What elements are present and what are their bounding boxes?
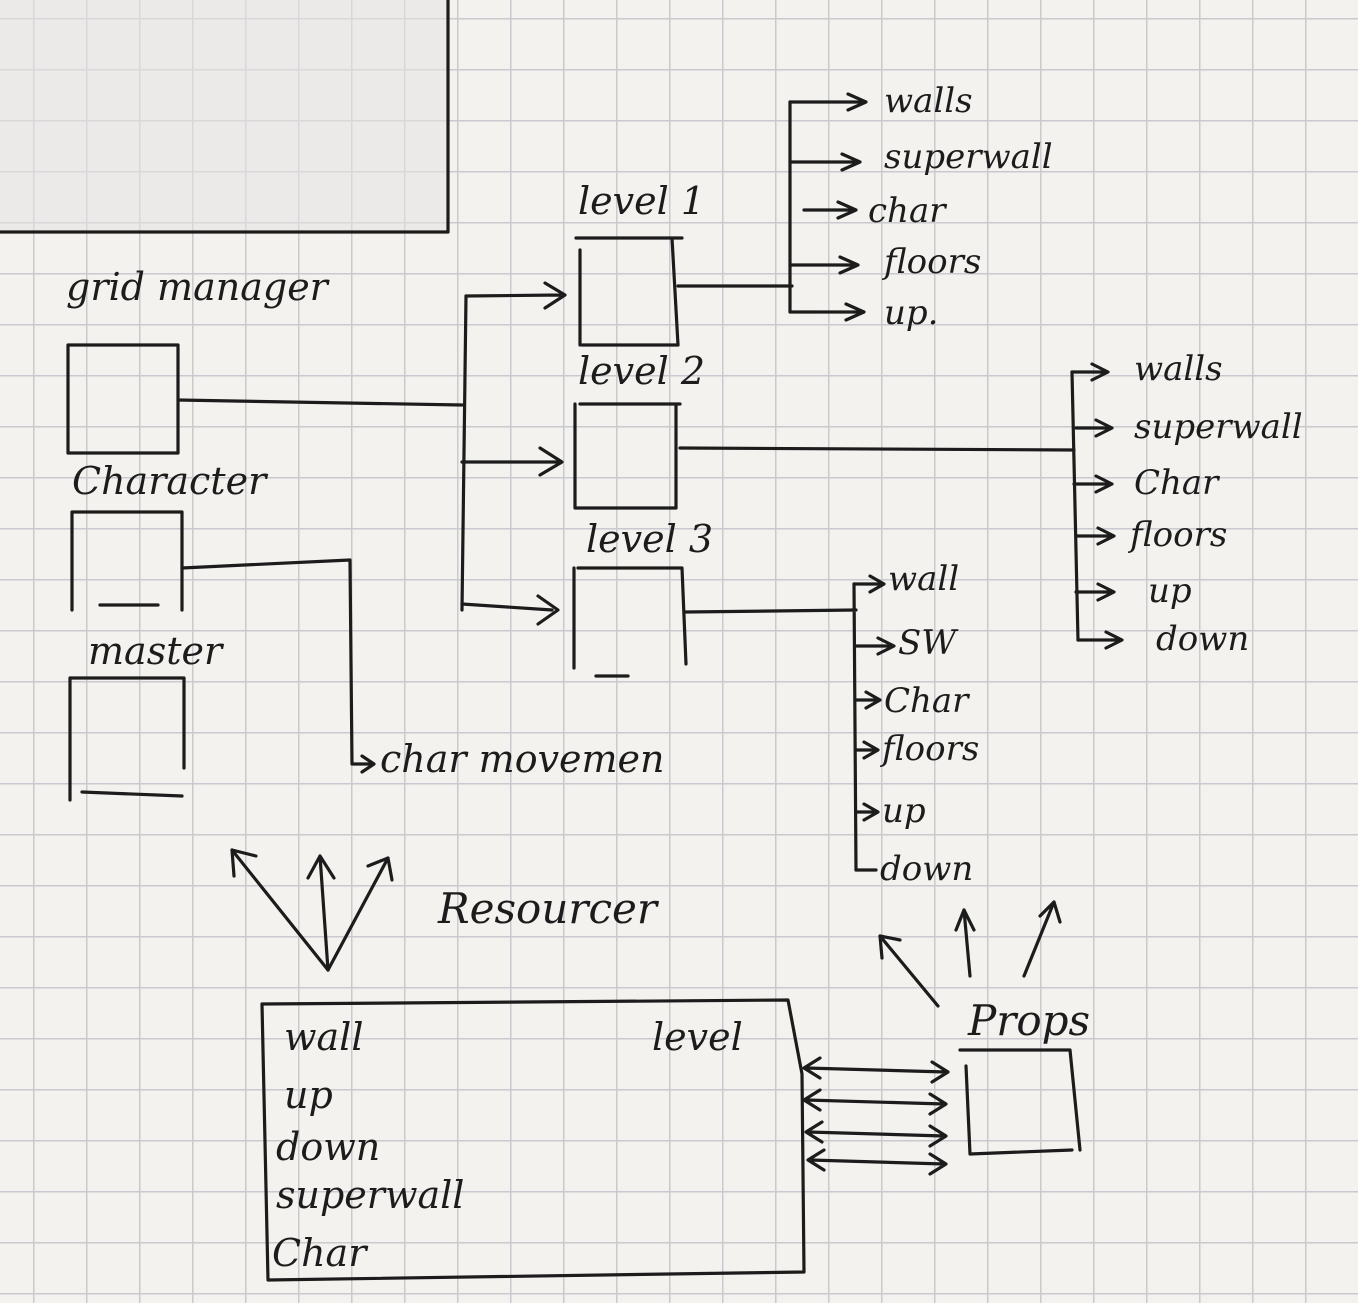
level3-arrow-3 xyxy=(854,690,882,710)
level3-arrow-1 xyxy=(852,574,886,594)
level3-tree-trunk xyxy=(684,582,858,872)
level2-arrow-2 xyxy=(1074,418,1114,438)
level2-item: down xyxy=(1156,619,1250,659)
link-arrow-2 xyxy=(802,1088,948,1116)
props-label: Props xyxy=(968,996,1091,1045)
level2-label: level 2 xyxy=(578,349,706,393)
resourcer-arrow-right xyxy=(326,856,394,972)
level2-arrow-6 xyxy=(1076,630,1124,650)
level1-box xyxy=(574,236,684,347)
props-arrow-mid xyxy=(954,908,976,978)
level3-item: down xyxy=(880,849,974,889)
level3-arrow-5 xyxy=(854,802,880,822)
grid-manager-label: grid manager xyxy=(66,265,328,309)
level2-arrow-4 xyxy=(1074,526,1116,546)
resourcer-label: Resourcer xyxy=(438,884,657,933)
level1-tree-trunk xyxy=(676,100,810,314)
level3-box xyxy=(572,566,688,678)
level2-arrow-3 xyxy=(1072,474,1114,494)
level1-arrow-5 xyxy=(806,302,866,322)
resourcer-item: up xyxy=(284,1073,333,1117)
level3-item: Char xyxy=(884,681,969,721)
level2-item: floors xyxy=(1130,515,1228,555)
levels-bus xyxy=(460,294,468,612)
character-box xyxy=(70,510,184,612)
level1-arrow-1 xyxy=(788,92,868,112)
top-left-frame xyxy=(0,0,450,234)
level2-item: up xyxy=(1148,571,1192,611)
master-label: master xyxy=(88,629,223,673)
props-box xyxy=(958,1048,1082,1156)
shaded-corner xyxy=(0,0,448,232)
level1-item: walls xyxy=(884,81,973,121)
arrow-to-level3 xyxy=(460,594,560,626)
arrow-to-level1 xyxy=(464,281,567,310)
level3-item: wall xyxy=(888,559,960,599)
level1-arrow-2 xyxy=(788,152,862,172)
props-arrow-right xyxy=(1022,900,1062,978)
grid-manager-box xyxy=(66,343,180,455)
props-arrow-left xyxy=(878,934,940,1008)
level3-item: up xyxy=(882,791,926,831)
level3-item: floors xyxy=(882,729,980,769)
resourcer-arrow-mid xyxy=(306,854,336,972)
resourcer-item: down xyxy=(276,1125,381,1169)
level2-item: Char xyxy=(1134,463,1219,503)
level2-item: superwall xyxy=(1134,407,1303,447)
resourcer-item: Char xyxy=(272,1231,367,1275)
level3-label: level 3 xyxy=(586,517,714,561)
level1-item: floors xyxy=(884,242,982,282)
resourcer-box-outline xyxy=(260,998,806,1282)
level1-item: char xyxy=(868,191,946,231)
level2-arrow-1 xyxy=(1070,362,1110,382)
link-arrow-3 xyxy=(804,1120,948,1148)
level3-arrow-4 xyxy=(854,740,880,760)
level1-item: up. xyxy=(884,293,939,333)
level3-item: SW xyxy=(898,623,957,663)
character-movement-link xyxy=(180,558,376,774)
level2-arrow-5 xyxy=(1074,582,1116,602)
level1-label: level 1 xyxy=(578,179,706,223)
character-label: Character xyxy=(72,459,267,503)
resourcer-item: wall xyxy=(284,1015,364,1059)
link-arrow-1 xyxy=(802,1056,950,1084)
resourcer-item: superwall xyxy=(276,1173,465,1217)
resourcer-corner-label: level xyxy=(652,1015,743,1059)
link-arrow-4 xyxy=(806,1148,948,1176)
level1-arrow-4 xyxy=(788,255,860,275)
resourcer-arrow-left xyxy=(230,848,330,972)
level1-arrow-3 xyxy=(802,200,858,220)
master-box xyxy=(68,676,186,802)
level1-item: superwall xyxy=(884,137,1053,177)
level2-tree-trunk xyxy=(678,370,1080,642)
level2-item: walls xyxy=(1134,349,1223,389)
level3-arrow-2 xyxy=(854,636,896,656)
level2-box xyxy=(573,402,682,510)
char-movement-label: char movemen xyxy=(380,737,665,781)
grid-manager-link xyxy=(176,398,464,407)
arrow-to-level2 xyxy=(460,446,564,477)
